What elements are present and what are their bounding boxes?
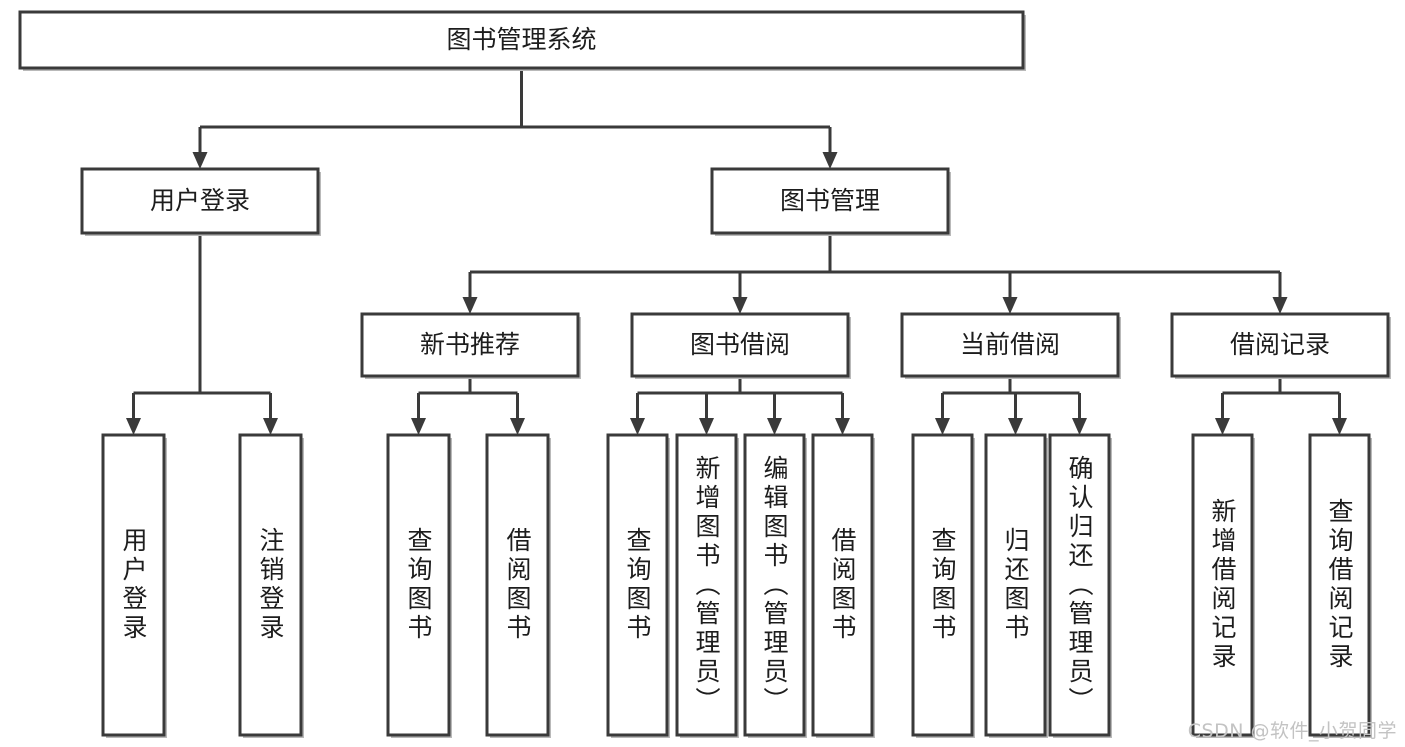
node-new-book-rec[interactable]: 新书推荐 bbox=[360, 312, 581, 379]
node-user-login[interactable]: 用户登录 bbox=[80, 167, 321, 236]
node-root[interactable]: 图书管理系统 bbox=[18, 10, 1026, 71]
node-current-borrow[interactable]: 当前借阅 bbox=[900, 312, 1121, 379]
arrow-head-icon bbox=[630, 418, 645, 435]
arrow-head-icon bbox=[822, 152, 838, 169]
node-leaf-borrow-book-rec[interactable] bbox=[485, 433, 551, 738]
node-leaf-query-borrow-record[interactable] bbox=[1308, 433, 1372, 738]
node-book-manage[interactable]: 图书管理 bbox=[710, 167, 951, 236]
connector-group-book-borrow bbox=[630, 376, 850, 435]
node-leaf-edit-book-admin[interactable] bbox=[743, 433, 807, 738]
arrow-head-icon bbox=[935, 418, 950, 435]
node-leaf-return-book[interactable] bbox=[984, 433, 1048, 738]
arrow-head-icon bbox=[1215, 418, 1230, 435]
connector-group-new-book-rec bbox=[411, 376, 525, 435]
arrow-head-icon bbox=[411, 418, 426, 435]
watermark-text: CSDN @软件_小贺同学 bbox=[1187, 720, 1397, 742]
node-label: 图书借阅 bbox=[690, 330, 790, 359]
node-leaf-query-book-rec[interactable] bbox=[386, 433, 452, 738]
arrow-head-icon bbox=[126, 418, 141, 435]
node-label: 用户登录 bbox=[150, 186, 250, 215]
connector-group-borrow-record bbox=[1215, 376, 1347, 435]
connector-group-current-borrow bbox=[935, 376, 1087, 435]
node-leaf-query-book-current[interactable] bbox=[911, 433, 975, 738]
connector-group-book-manage bbox=[462, 233, 1288, 314]
arrow-head-icon bbox=[1072, 418, 1087, 435]
arrow-head-icon bbox=[699, 418, 714, 435]
arrow-head-icon bbox=[510, 418, 525, 435]
arrow-head-icon bbox=[1002, 297, 1018, 314]
arrow-head-icon bbox=[192, 152, 208, 169]
node-borrow-record[interactable]: 借阅记录 bbox=[1170, 312, 1391, 379]
node-leaf-query-book-borrow[interactable] bbox=[606, 433, 670, 738]
connector-group-user-login bbox=[126, 233, 278, 435]
node-leaf-add-book-admin[interactable] bbox=[675, 433, 739, 738]
arrow-head-icon bbox=[732, 297, 748, 314]
node-book-borrow[interactable]: 图书借阅 bbox=[630, 312, 851, 379]
arrow-head-icon bbox=[767, 418, 782, 435]
node-leaf-borrow-book[interactable] bbox=[811, 433, 875, 738]
connector-layer bbox=[126, 68, 1347, 435]
arrow-head-icon bbox=[1272, 297, 1288, 314]
arrow-head-icon bbox=[462, 297, 478, 314]
connector-group-root bbox=[192, 68, 838, 169]
node-label: 当前借阅 bbox=[960, 330, 1060, 359]
node-leaf-confirm-return-admin[interactable] bbox=[1048, 433, 1112, 738]
node-label: 借阅记录 bbox=[1230, 330, 1330, 359]
arrow-head-icon bbox=[835, 418, 850, 435]
arrow-head-icon bbox=[1332, 418, 1347, 435]
node-leaf-user-logout[interactable] bbox=[238, 433, 304, 738]
arrow-head-icon bbox=[1008, 418, 1023, 435]
node-leaf-add-borrow-record[interactable] bbox=[1191, 433, 1255, 738]
node-label: 图书管理系统 bbox=[446, 25, 596, 54]
node-label: 新书推荐 bbox=[420, 330, 520, 359]
arrow-head-icon bbox=[263, 418, 278, 435]
node-leaf-user-login[interactable] bbox=[101, 433, 167, 738]
node-label: 图书管理 bbox=[780, 186, 880, 215]
